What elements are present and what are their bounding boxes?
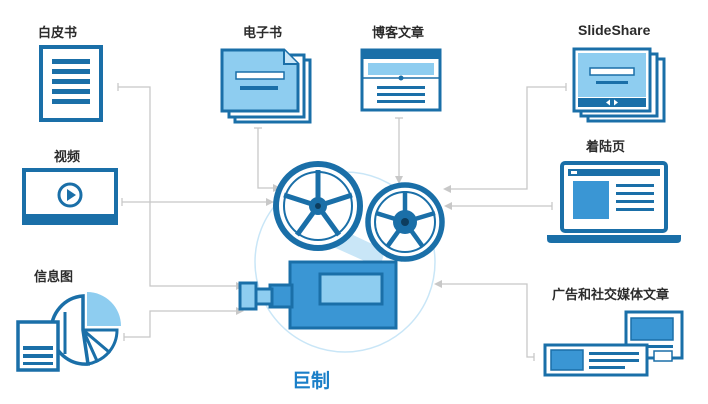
infographic-icon [16, 292, 121, 372]
connector-infographic [124, 310, 238, 338]
video-icon [22, 168, 118, 225]
label-video: 视频 [54, 150, 81, 165]
center-label: 巨制 [292, 370, 331, 392]
label-ebook: 电子书 [243, 26, 283, 41]
connector-arrowheads [236, 176, 452, 315]
connector-whitepaper [118, 86, 238, 287]
slideshare-icon [572, 47, 666, 123]
social-ads-icon [543, 310, 684, 377]
whitepaper-icon [39, 45, 103, 122]
label-social: 广告和社交媒体文章 [552, 288, 670, 303]
projector-body [238, 260, 398, 330]
small-film-reel [365, 182, 445, 262]
connector-ebook [257, 128, 275, 189]
label-blog: 博客文章 [372, 26, 425, 41]
blog-icon [360, 48, 442, 112]
projector-illustration [238, 161, 445, 353]
label-whitepaper: 白皮书 [38, 26, 78, 41]
label-slideshare: SlideShare [578, 22, 651, 38]
large-film-reel [273, 161, 363, 251]
ebook-icon [220, 48, 312, 124]
connector-social [440, 283, 534, 358]
landing-page-icon [547, 161, 681, 243]
label-infographic: 信息图 [34, 270, 74, 285]
label-landing: 着陆页 [586, 140, 626, 155]
connector-lines [117, 83, 567, 361]
connector-slideshare [449, 86, 566, 190]
